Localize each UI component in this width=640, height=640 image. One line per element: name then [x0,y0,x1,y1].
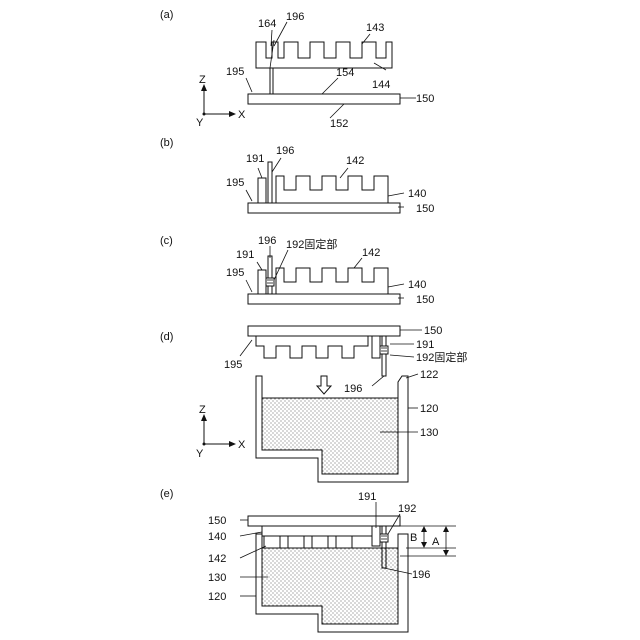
ref-e-140: 140 [208,531,226,543]
ref-c-150: 150 [416,294,434,306]
ref-e-142: 142 [208,553,226,565]
comb-143 [256,42,392,68]
plate-150 [248,203,400,213]
panel-b: (b) 191 196 142 195 140 150 [160,137,434,215]
axis-d-y: Y [196,448,204,460]
pin-196 [268,256,272,294]
axis-d-z: Z [199,404,206,416]
axes-a: Z Y X [196,74,246,129]
ref-c-140: 140 [408,279,426,291]
panel-e: (e) B A [160,488,456,632]
axis-a-x: X [238,109,246,121]
comb-base-140 [262,526,372,536]
ref-d-130: 130 [420,427,438,439]
ref-b-191: 191 [246,153,264,165]
ref-e-191: 191 [358,491,376,503]
comb-142 [276,268,388,294]
ref-a-195: 195 [226,66,244,78]
pin-196 [270,68,273,94]
ref-e-150: 150 [208,515,226,527]
ref-d-195: 195 [224,359,242,371]
axes-d: Z Y X [196,404,246,460]
down-arrow-icon [317,376,331,394]
ref-b-150: 150 [416,203,434,215]
liquid-130 [262,398,398,474]
axis-a-z: Z [199,74,206,86]
panel-a: (a) 164 196 143 195 154 144 150 152 Z [160,9,434,130]
tooth [288,536,304,548]
tooth-142 [264,536,280,548]
ref-c-196: 196 [258,235,276,247]
ref-d-120: 120 [420,403,438,415]
ref-b-196: 196 [276,145,294,157]
panel-b-label: (b) [160,137,173,149]
comb-142 [276,176,388,203]
plate-150 [248,294,400,304]
ref-a-196: 196 [286,11,304,23]
fixing-part-192 [380,346,388,354]
ref-e-120: 120 [208,591,226,603]
axis-a-y: Y [196,117,204,129]
ref-a-154: 154 [336,67,354,79]
plate-150 [248,94,400,104]
plate-150 [248,326,400,336]
ref-d-150: 150 [424,325,442,337]
ref-b-140: 140 [408,188,426,200]
ref-c-195: 195 [226,267,244,279]
holder-191 [258,178,266,203]
pin-196 [382,336,386,376]
ref-c-192: 192固定部 [286,237,337,251]
ref-a-152: 152 [330,118,348,130]
panel-c: (c) 191 196 192固定部 142 195 140 150 [160,235,434,306]
ref-d-192: 192固定部 [416,350,467,364]
panel-d: (d) 150 195 191 192固定部 196 122 120 130 [160,325,467,482]
ref-a-150: 150 [416,93,434,105]
tooth [312,536,328,548]
panel-c-label: (c) [160,235,173,247]
ref-b-195: 195 [226,177,244,189]
comb-inverted [256,336,368,358]
ref-b-142: 142 [346,155,364,167]
tooth [336,536,352,548]
ref-a-143: 143 [366,22,384,34]
dim-b: B [410,532,417,544]
plate-150 [248,516,400,526]
holder-191 [372,336,380,358]
fixing-part-192 [266,278,274,286]
liquid-130 [262,548,398,624]
ref-e-130: 130 [208,572,226,584]
ref-c-191: 191 [236,249,254,261]
axis-d-x: X [238,439,246,451]
ref-c-142: 142 [362,247,380,259]
pin-196 [268,162,272,203]
ref-a-164: 164 [258,18,276,30]
ref-d-191: 191 [416,339,434,351]
panel-a-label: (a) [160,9,173,21]
holder-191 [258,270,266,294]
holder-191 [372,526,380,546]
dim-a: A [432,536,440,548]
ref-e-192: 192 [398,503,416,515]
ref-e-196: 196 [412,569,430,581]
panel-e-label: (e) [160,488,173,500]
fixing-part-192 [380,534,388,542]
ref-d-196: 196 [344,383,362,395]
ref-a-144: 144 [372,79,390,91]
ref-d-122: 122 [420,369,438,381]
panel-d-label: (d) [160,331,173,343]
